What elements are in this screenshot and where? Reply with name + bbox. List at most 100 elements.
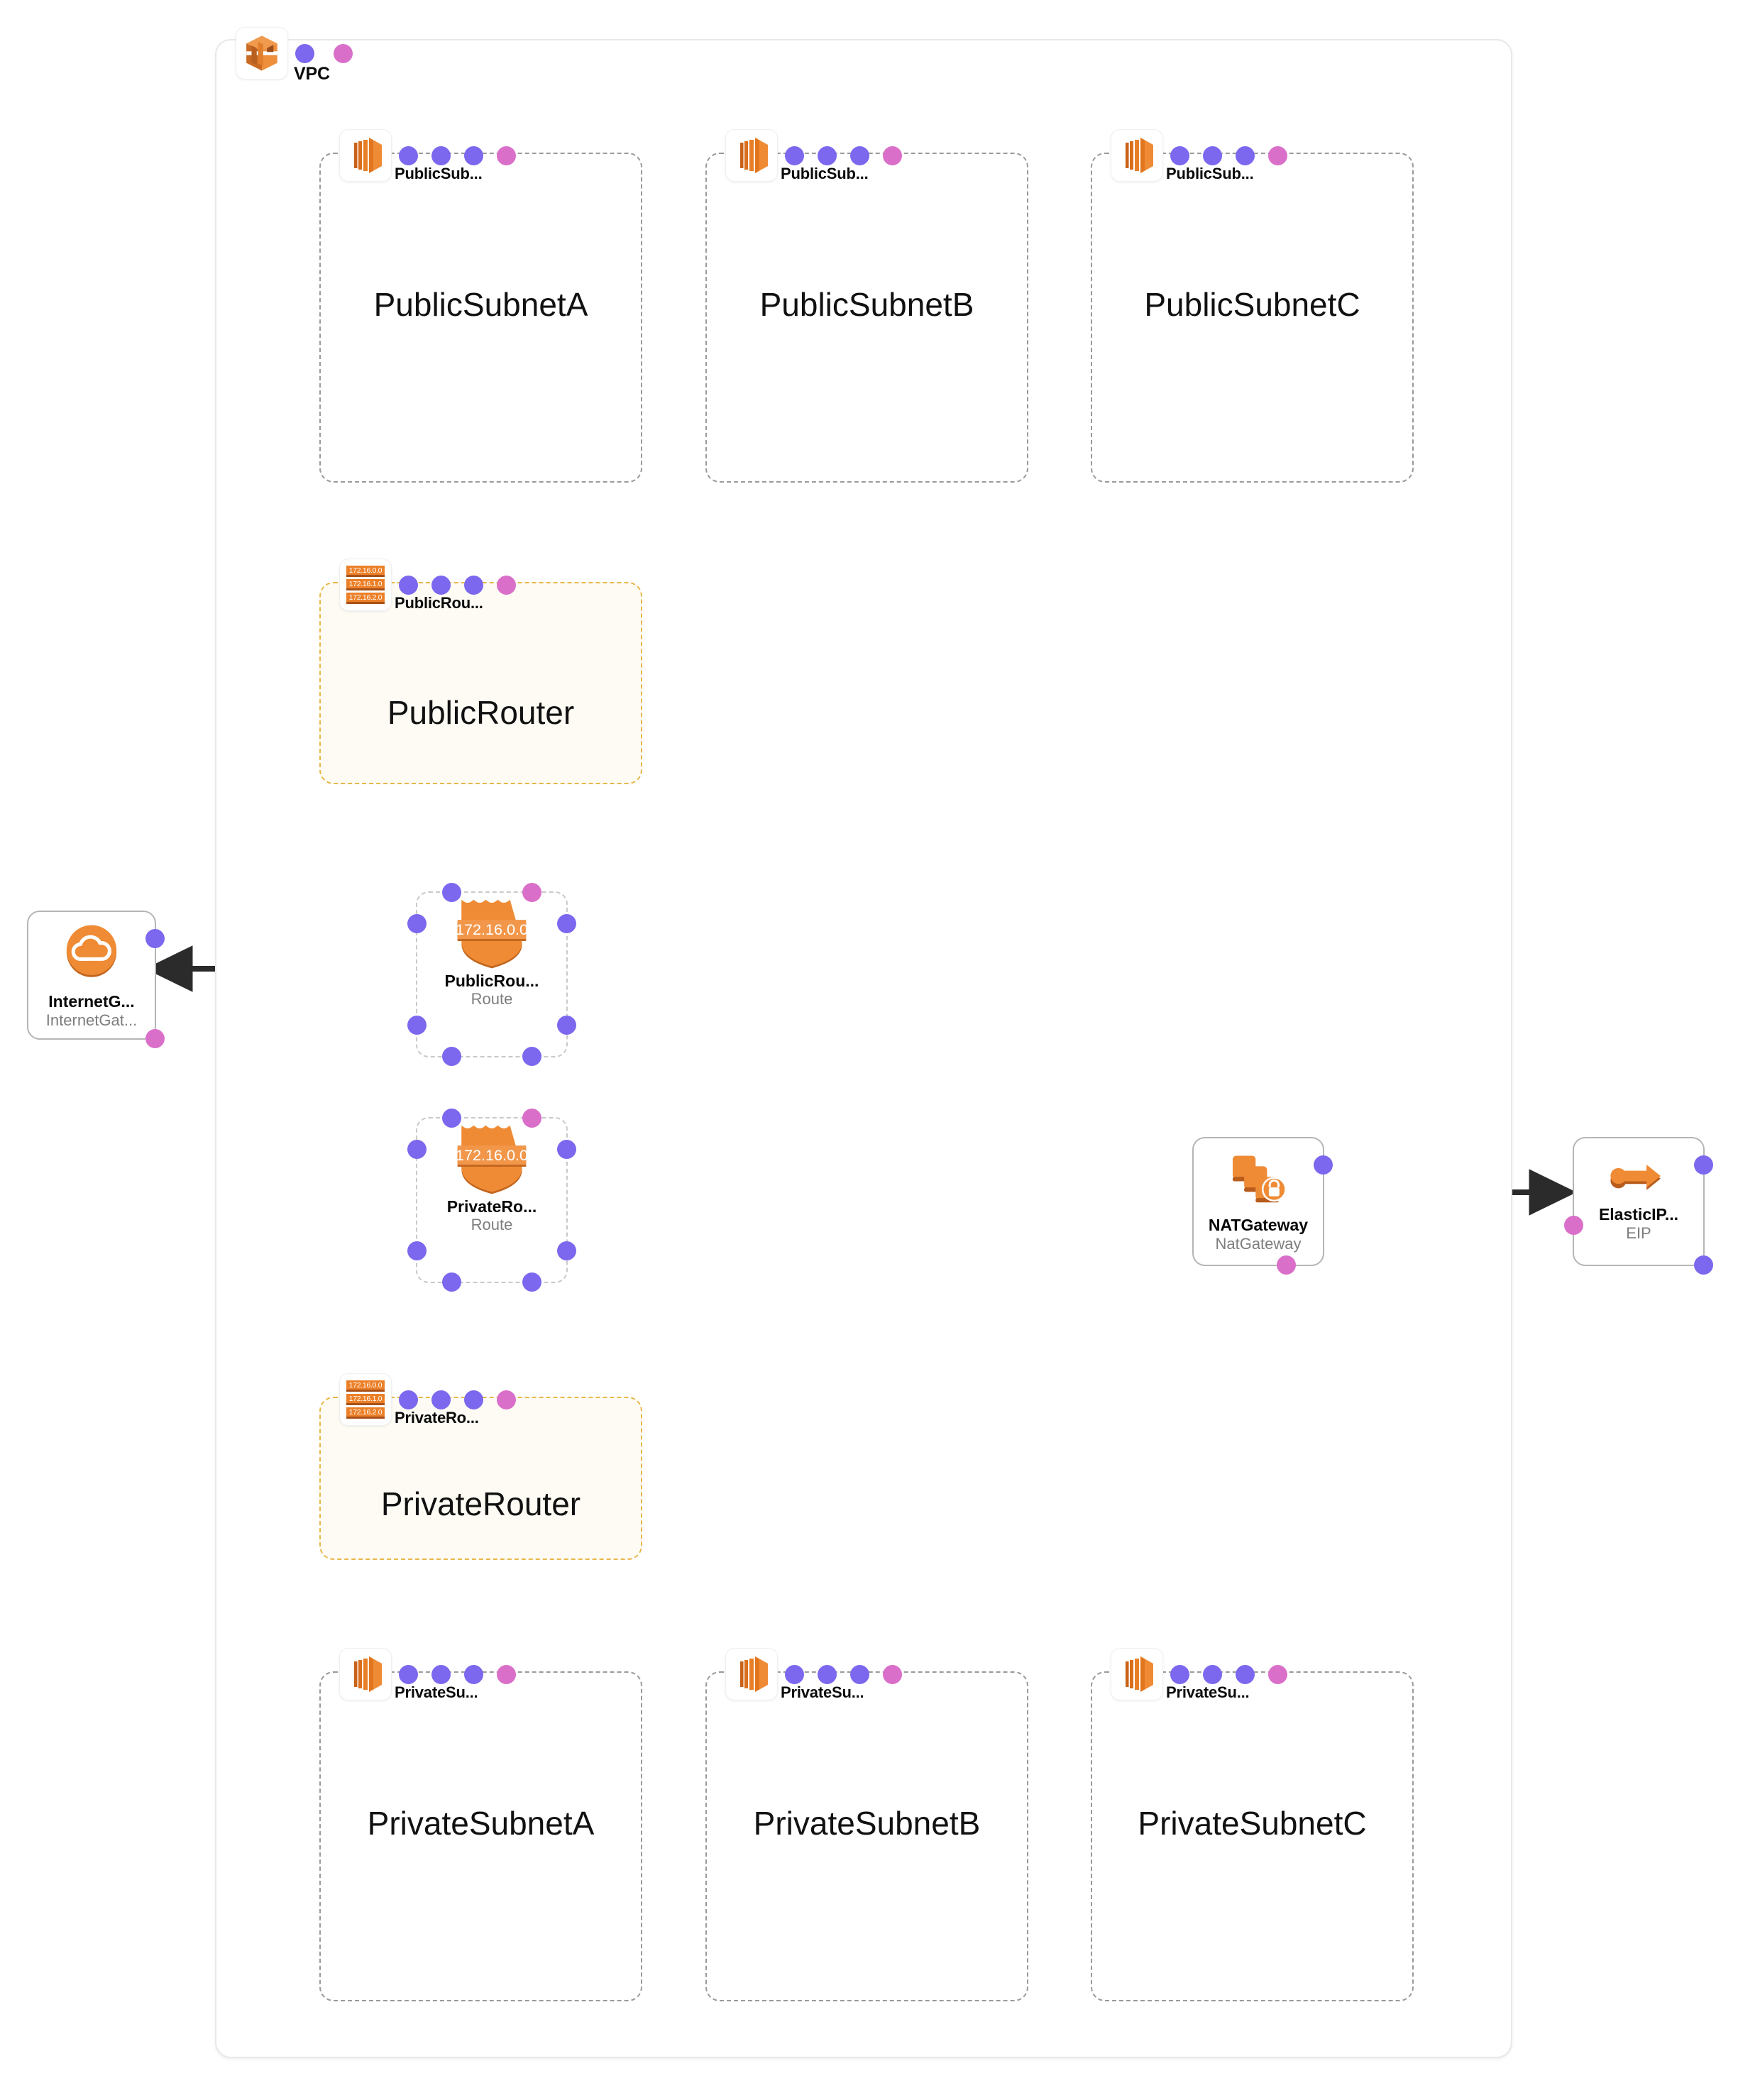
handle-pink[interactable] (497, 1664, 516, 1684)
handle-purple[interactable] (850, 145, 869, 165)
handle-purple[interactable] (431, 1664, 451, 1684)
handle-purple[interactable] (1694, 1255, 1713, 1275)
handle-pink[interactable] (1564, 1216, 1583, 1235)
handle-purple[interactable] (522, 1047, 541, 1066)
handle-purple[interactable] (442, 1047, 461, 1066)
public-subnet-b-group[interactable]: PublicSubnetB (705, 153, 1028, 483)
aws-elastic-ip-arrow-icon (1606, 1161, 1671, 1202)
handle-purple[interactable] (464, 1664, 483, 1684)
handle-purple[interactable] (1694, 1155, 1713, 1175)
aws-route-shield-icon: 172.16.0.0 (453, 1121, 530, 1198)
internet-gateway-node[interactable]: InternetG... InternetGat... (27, 911, 165, 1048)
private-route-node[interactable]: 172.16.0.0 PrivateRo... Route (407, 1109, 576, 1292)
handle-purple[interactable] (1170, 145, 1189, 165)
handle-purple[interactable] (557, 1016, 576, 1035)
private-subnet-c-handles[interactable] (1170, 1664, 1287, 1684)
handle-pink[interactable] (1268, 1664, 1287, 1684)
handle-purple[interactable] (399, 1664, 418, 1684)
aws-route-shield-icon: 172.16.0.0 (453, 896, 530, 972)
handle-purple[interactable] (442, 1272, 461, 1292)
private-subnet-a-header[interactable]: PrivateSu... (339, 1648, 516, 1701)
nat-gateway-node[interactable]: NATGateway NatGateway (1192, 1137, 1333, 1275)
public-subnet-a-handles[interactable] (399, 145, 516, 165)
handle-purple[interactable] (1203, 145, 1222, 165)
handle-purple[interactable] (785, 145, 804, 165)
handle-purple[interactable] (818, 145, 837, 165)
cidr-row: 172.16.2.0 (346, 593, 385, 604)
public-subnet-a-header[interactable]: PublicSub... (339, 129, 516, 182)
handle-purple[interactable] (407, 1016, 427, 1035)
handle-purple[interactable] (431, 575, 451, 595)
private-subnet-a-group[interactable]: PrivateSubnetA (319, 1671, 642, 2001)
private-router-header[interactable]: 172.16.0.0 172.16.1.0 172.16.2.0 Private… (339, 1373, 516, 1426)
handle-purple[interactable] (1314, 1155, 1333, 1175)
private-subnet-c-group[interactable]: PrivateSubnetC (1091, 1671, 1414, 2001)
handle-pink[interactable] (522, 883, 541, 902)
private-router-group[interactable]: PrivateRouter (319, 1397, 642, 1560)
public-subnet-c-group[interactable]: PublicSubnetC (1091, 153, 1414, 483)
private-subnet-c-header[interactable]: PrivateSu... (1111, 1648, 1287, 1701)
handle-purple[interactable] (407, 1241, 427, 1260)
handle-pink[interactable] (497, 575, 516, 595)
handle-purple[interactable] (399, 145, 418, 165)
handle-purple[interactable] (850, 1664, 869, 1684)
public-router-header[interactable]: 172.16.0.0 172.16.1.0 172.16.2.0 PublicR… (339, 559, 516, 612)
handle-purple[interactable] (818, 1664, 837, 1684)
private-subnet-a-handles[interactable] (399, 1664, 516, 1684)
handle-purple[interactable] (464, 1390, 483, 1409)
handle-purple[interactable] (442, 1109, 461, 1128)
public-subnet-c-handles[interactable] (1170, 145, 1287, 165)
route-cidr-text: 172.16.0.0 (456, 1146, 528, 1164)
aws-subnet-layers-icon (339, 1648, 392, 1700)
private-subnet-b-header[interactable]: PrivateSu... (725, 1648, 902, 1701)
vpc-handles[interactable] (295, 43, 372, 63)
handle-pink[interactable] (334, 43, 353, 63)
handle-purple[interactable] (407, 1140, 427, 1159)
elastic-ip-title: ElasticIP... (1598, 1204, 1679, 1224)
handle-purple[interactable] (464, 575, 483, 595)
handle-purple[interactable] (464, 145, 483, 165)
handle-purple[interactable] (295, 43, 314, 63)
handle-purple[interactable] (785, 1664, 804, 1684)
handle-purple[interactable] (399, 575, 418, 595)
handle-purple[interactable] (442, 883, 461, 902)
private-subnet-b-group[interactable]: PrivateSubnetB (705, 1671, 1028, 2001)
handle-purple[interactable] (1203, 1664, 1222, 1684)
handle-purple[interactable] (557, 1140, 576, 1159)
handle-purple[interactable] (431, 145, 451, 165)
handle-pink[interactable] (883, 1664, 902, 1684)
public-router-group[interactable]: PublicRouter (319, 582, 642, 784)
public-subnet-b-header[interactable]: PublicSub... (725, 129, 902, 182)
handle-purple[interactable] (431, 1390, 451, 1409)
public-router-handles[interactable] (399, 575, 516, 595)
public-subnet-b-header-label: PublicSub... (781, 165, 869, 182)
handle-purple[interactable] (1236, 145, 1255, 165)
handle-purple[interactable] (557, 914, 576, 933)
handle-purple[interactable] (1170, 1664, 1189, 1684)
handle-purple[interactable] (522, 1272, 541, 1292)
public-subnet-c-header[interactable]: PublicSub... (1111, 129, 1287, 182)
public-subnet-b-handles[interactable] (785, 145, 902, 165)
private-subnet-b-handles[interactable] (785, 1664, 902, 1684)
handle-pink[interactable] (522, 1109, 541, 1128)
handle-pink[interactable] (497, 1390, 516, 1409)
handle-purple[interactable] (145, 929, 165, 948)
vpc-header[interactable]: VPC (236, 27, 372, 84)
handle-purple[interactable] (1236, 1664, 1255, 1684)
private-router-handles[interactable] (399, 1390, 516, 1409)
public-subnet-b-title: PublicSubnetB (759, 286, 974, 323)
handle-pink[interactable] (1268, 145, 1287, 165)
handle-pink[interactable] (1277, 1255, 1296, 1275)
handle-purple[interactable] (557, 1241, 576, 1260)
public-route-node[interactable]: 172.16.0.0 PublicRou... Route (407, 883, 576, 1066)
public-subnet-a-group[interactable]: PublicSubnetA (319, 153, 642, 483)
handle-pink[interactable] (883, 145, 902, 165)
private-router-header-label: PrivateRo... (395, 1409, 479, 1426)
handle-purple[interactable] (407, 914, 427, 933)
public-subnet-a-title: PublicSubnetA (373, 286, 588, 323)
handle-purple[interactable] (399, 1390, 418, 1409)
handle-pink[interactable] (145, 1029, 165, 1048)
handle-pink[interactable] (497, 145, 516, 165)
elastic-ip-node[interactable]: ElasticIP... EIP (1564, 1137, 1713, 1275)
